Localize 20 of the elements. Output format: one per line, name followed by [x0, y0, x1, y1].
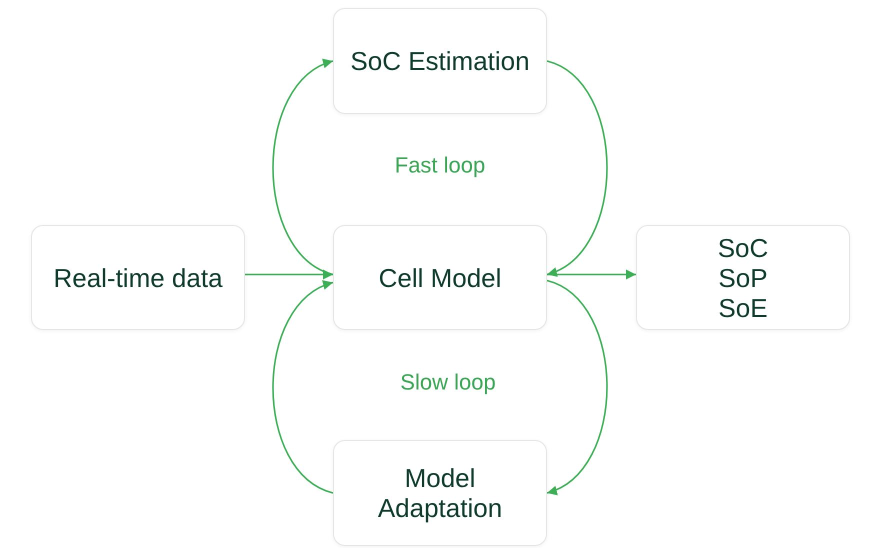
arrow — [272, 60, 334, 276]
process-box — [333, 440, 547, 546]
process-box — [333, 225, 547, 330]
arrow — [272, 282, 334, 494]
box-text: SoP — [717, 262, 769, 292]
loop-label: Slow loop — [400, 368, 496, 396]
box-text: SoE — [717, 292, 769, 322]
box-text: Cell Model — [378, 262, 502, 292]
arrow — [245, 270, 333, 280]
box-text: Model Adaptation — [376, 463, 504, 523]
process-box — [636, 225, 850, 330]
arrow — [546, 280, 608, 494]
process-box — [333, 8, 547, 114]
loop-label: Fast loop — [394, 152, 486, 180]
box-text: SoC — [716, 232, 770, 262]
arrow — [547, 270, 636, 280]
arrow — [546, 60, 608, 276]
box-text: Real-time data — [52, 262, 224, 292]
process-box — [31, 225, 245, 330]
box-text: SoC Estimation — [349, 46, 531, 76]
